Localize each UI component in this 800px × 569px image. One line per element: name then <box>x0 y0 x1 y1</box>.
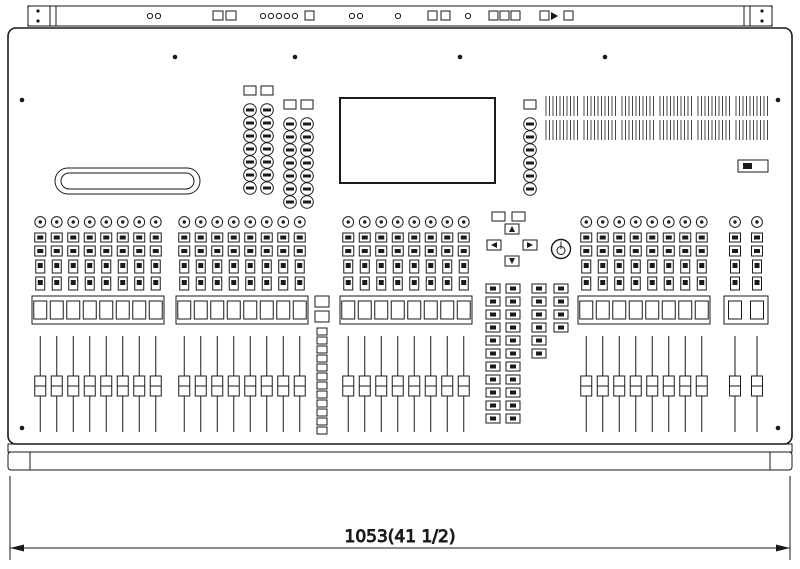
dimension-annotation: 1053(41 1/2) <box>9 476 791 560</box>
console-body-outline <box>7 27 793 471</box>
channel-fader-banks <box>31 216 769 435</box>
handle-cutout <box>54 167 201 195</box>
dimension-label: 1053(41 1/2) <box>345 527 456 547</box>
panel-screws <box>19 54 781 431</box>
encoder-knob-columns <box>243 85 537 209</box>
display-screen <box>339 97 496 184</box>
ventilation-grille <box>545 96 769 173</box>
center-control-section <box>485 211 572 424</box>
rear-panel-top-strip <box>27 5 773 27</box>
